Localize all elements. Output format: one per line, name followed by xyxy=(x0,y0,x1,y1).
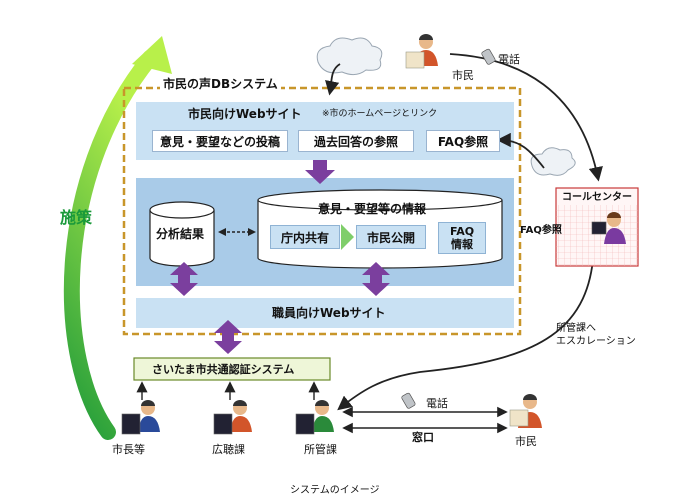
bottom-exchange xyxy=(342,406,508,434)
cloud-icon-right xyxy=(530,147,576,176)
phone-top-label: 電話 xyxy=(498,53,520,66)
flow-lines xyxy=(325,53,603,411)
mayor-icon xyxy=(121,400,160,435)
user-hearing-label: 広聴課 xyxy=(212,443,245,456)
stage-arrow xyxy=(341,224,354,250)
faq-info: FAQ 情報 xyxy=(438,222,486,254)
call-center-label: コールセンター xyxy=(562,192,632,203)
system-boundary xyxy=(122,86,522,336)
phone-icon-bottom xyxy=(401,392,416,409)
escalation-label: 所管課へ エスカレーション xyxy=(556,323,636,347)
analysis-db-link xyxy=(218,228,256,236)
analysis-cylinder xyxy=(149,201,215,267)
citizen-bottom-label: 市民 xyxy=(515,435,537,448)
auth-up-arrows xyxy=(136,381,320,400)
citizen-site-note: ※市のホームページとリンク xyxy=(322,109,438,119)
policy-arrow xyxy=(63,36,172,440)
user-mayor-label: 市長等 xyxy=(112,443,145,456)
citizen-site-title: 市民向けWebサイト xyxy=(188,107,302,121)
past-answers-button[interactable]: 過去回答の参照 xyxy=(298,130,414,152)
phone-icon-top xyxy=(481,48,496,65)
post-opinion-button[interactable]: 意見・要望などの投稿 xyxy=(152,130,288,152)
window-label: 窓口 xyxy=(412,431,434,444)
stage-public: 市民公開 xyxy=(356,225,426,249)
faq-ref-label: FAQ参照 xyxy=(520,225,562,236)
stage-internal: 庁内共有 xyxy=(270,225,340,249)
cloud-icon xyxy=(316,37,383,76)
staff-site-title: 職員向けWebサイト xyxy=(272,306,386,320)
staff-site-band xyxy=(136,298,514,328)
caption: システムのイメージ xyxy=(290,485,380,496)
citizen-bottom-icon xyxy=(509,394,542,428)
policy-label: 施策 xyxy=(60,208,93,227)
citizen-top-icon xyxy=(405,34,438,69)
phone-bottom-label: 電話 xyxy=(426,397,448,410)
auth-system-box xyxy=(133,357,331,381)
auth-system-label: さいたま市共通認証システム xyxy=(152,363,295,376)
user-department-label: 所管課 xyxy=(304,443,337,456)
faq-button[interactable]: FAQ参照 xyxy=(426,130,500,152)
database-title: 意見・要望等の情報 xyxy=(318,202,427,216)
department-icon xyxy=(295,400,334,435)
purple-arrows xyxy=(170,160,390,354)
analysis-label: 分析結果 xyxy=(156,227,205,241)
operator-icon xyxy=(591,212,626,244)
public-hearing-icon xyxy=(213,400,252,435)
citizen-top-label: 市民 xyxy=(452,69,474,82)
system-title: 市民の声DBシステム xyxy=(160,78,281,90)
